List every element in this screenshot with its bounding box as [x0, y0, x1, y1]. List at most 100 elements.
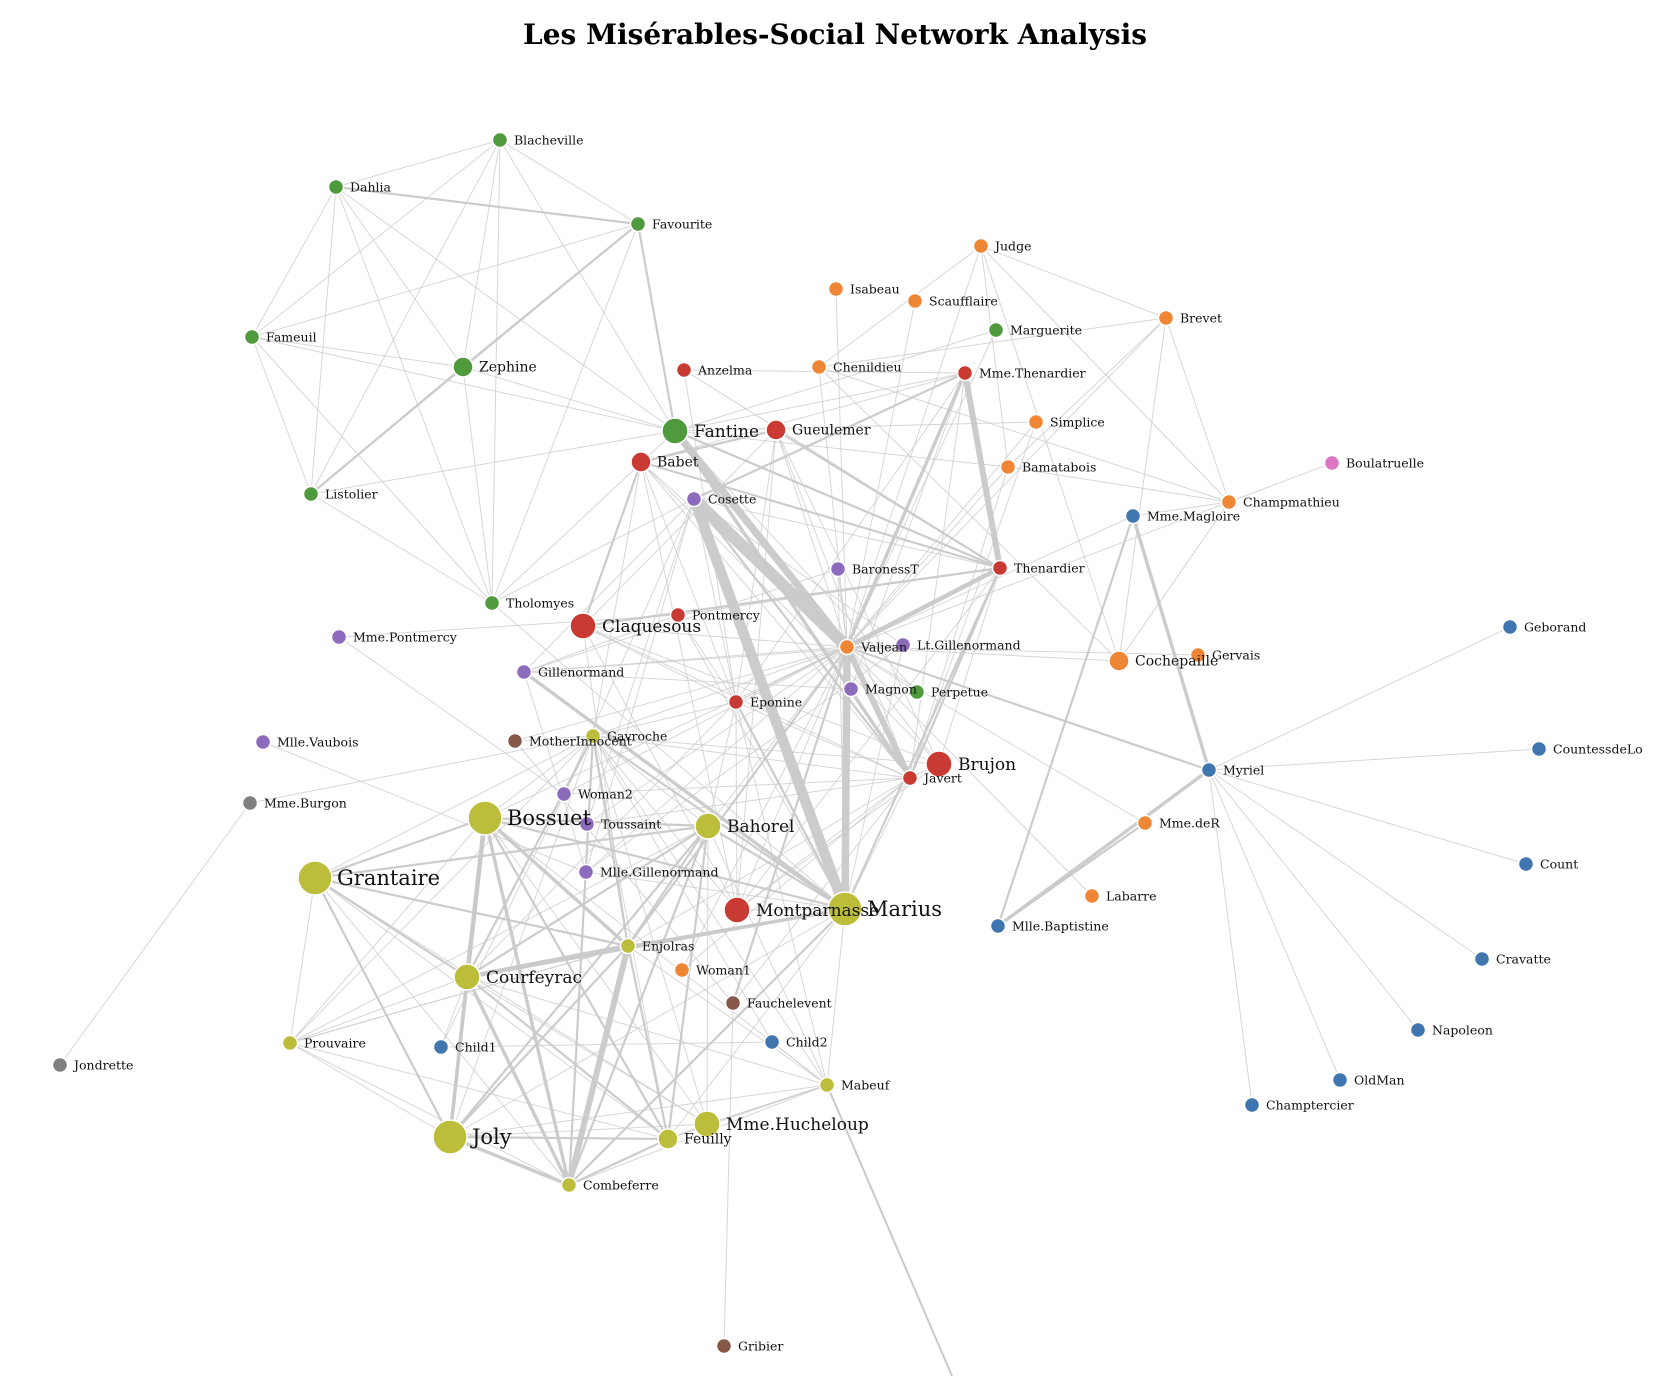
node-bamatabois[interactable] [999, 458, 1017, 476]
node-judge[interactable] [972, 237, 990, 255]
node-fameuil[interactable] [243, 328, 261, 346]
node-gervais[interactable] [1189, 646, 1207, 664]
node-babet[interactable] [630, 451, 652, 473]
node-child2[interactable] [763, 1033, 781, 1051]
node-cravatte[interactable] [1473, 950, 1491, 968]
node-mme-der[interactable] [1136, 814, 1154, 832]
node-cochepaille[interactable] [1108, 650, 1130, 672]
link-bossuet-grantaire [313, 816, 487, 880]
link-eponine-javert [735, 701, 911, 779]
node-label: Chenildieu [833, 360, 902, 375]
node-anzelma[interactable] [675, 361, 693, 379]
node-feuilly[interactable] [657, 1128, 679, 1150]
node-motherinnocent[interactable] [506, 732, 524, 750]
node-child1[interactable] [432, 1038, 450, 1056]
node-baronesst[interactable] [829, 560, 847, 578]
node-bossuet[interactable] [467, 800, 503, 836]
link-gueulemer-claquesous [582, 429, 777, 627]
node-label: Courfeyrac [486, 968, 582, 988]
node-label: Mme.Hucheloup [726, 1115, 869, 1135]
node-myriel[interactable] [1200, 761, 1218, 779]
link-cosette-toussaint [586, 498, 695, 825]
node-champmathieu[interactable] [1220, 493, 1238, 511]
node-gribier[interactable] [715, 1337, 733, 1355]
link-toussaint-valjean [586, 646, 848, 825]
node-jondrette[interactable] [51, 1056, 69, 1074]
node-label: Anzelma [697, 363, 753, 378]
node-claquesous[interactable] [569, 612, 597, 640]
node-gueulemer[interactable] [765, 419, 787, 441]
link-labarre-valjean [846, 646, 1093, 897]
node-label: CountessdeLo [1553, 742, 1643, 757]
node-joly[interactable] [432, 1119, 468, 1155]
node-bahorel[interactable] [694, 812, 722, 840]
link-combeferre-feuilly [567, 1137, 670, 1187]
node-valjean[interactable] [838, 638, 856, 656]
node-combeferre[interactable] [560, 1176, 578, 1194]
node-prouvaire[interactable] [281, 1034, 299, 1052]
node-labarre[interactable] [1083, 887, 1101, 905]
node-chenildieu[interactable] [810, 358, 828, 376]
node-geborand[interactable] [1501, 618, 1519, 636]
node-mlle-baptistine[interactable] [989, 917, 1007, 935]
node-montparnasse[interactable] [723, 896, 751, 924]
link-feuilly-prouvaire [289, 1042, 669, 1140]
node-mme-hucheloup[interactable] [693, 1110, 721, 1138]
node-mlle-vaubois[interactable] [254, 733, 272, 751]
node-pontmercy[interactable] [669, 606, 687, 624]
link-myriel-geborand [1208, 626, 1511, 771]
node-toussaint[interactable] [578, 815, 596, 833]
node-label: Isabeau [850, 282, 900, 297]
node-blacheville[interactable] [491, 131, 509, 149]
node-scaufflaire[interactable] [906, 292, 924, 310]
node-brujon[interactable] [925, 750, 953, 778]
node-label: Babet [657, 455, 699, 471]
link-enjolras-combeferre [566, 943, 631, 1188]
node-enjolras[interactable] [619, 937, 637, 955]
node-grantaire[interactable] [297, 860, 333, 896]
node-courfeyrac[interactable] [453, 963, 481, 991]
node-mabeuf[interactable] [818, 1076, 836, 1094]
node-dahlia[interactable] [327, 178, 345, 196]
link-myriel-champtercier [1208, 769, 1253, 1106]
node-magnon[interactable] [842, 680, 860, 698]
node-mme-burgon[interactable] [241, 794, 259, 812]
node-thenardier[interactable] [991, 559, 1009, 577]
node-gavroche[interactable] [584, 727, 602, 745]
node-fantine[interactable] [661, 417, 689, 445]
node-listolier[interactable] [302, 485, 320, 503]
node-marius[interactable] [827, 891, 863, 927]
node-mme-pontmercy[interactable] [330, 628, 348, 646]
node-zephine[interactable] [452, 356, 474, 378]
node-isabeau[interactable] [827, 280, 845, 298]
node-eponine[interactable] [727, 693, 745, 711]
node-mme-magloire[interactable] [1124, 507, 1142, 525]
link-myriel-countessdelo [1208, 748, 1540, 771]
link-marius-joly [449, 908, 846, 1138]
link-joly-prouvaire [289, 1042, 451, 1138]
node-champtercier[interactable] [1243, 1096, 1261, 1114]
node-count[interactable] [1517, 855, 1535, 873]
node-napoleon[interactable] [1409, 1021, 1427, 1039]
node-cosette[interactable] [685, 490, 703, 508]
node-simplice[interactable] [1027, 413, 1045, 431]
node-lt-gillenormand[interactable] [894, 636, 912, 654]
node-tholomyes[interactable] [483, 594, 501, 612]
node-brevet[interactable] [1157, 309, 1175, 327]
node-marguerite[interactable] [987, 321, 1005, 339]
link-brevet-chenildieu [818, 317, 1167, 368]
node-oldman[interactable] [1331, 1071, 1349, 1089]
node-woman2[interactable] [555, 785, 573, 803]
node-mme-thenardier[interactable] [956, 364, 974, 382]
node-gillenormand[interactable] [515, 663, 533, 681]
node-boulatruelle[interactable] [1323, 454, 1341, 472]
node-perpetue[interactable] [908, 683, 926, 701]
node-countessdelo[interactable] [1530, 740, 1548, 758]
node-favourite[interactable] [629, 215, 647, 233]
node-mlle-gillenormand[interactable] [577, 863, 595, 881]
node-fauchelevent[interactable] [724, 994, 742, 1012]
link-gavroche-feuilly [592, 735, 669, 1140]
link-dahlia-fantine [335, 186, 676, 432]
node-woman1[interactable] [673, 961, 691, 979]
node-javert[interactable] [901, 769, 919, 787]
